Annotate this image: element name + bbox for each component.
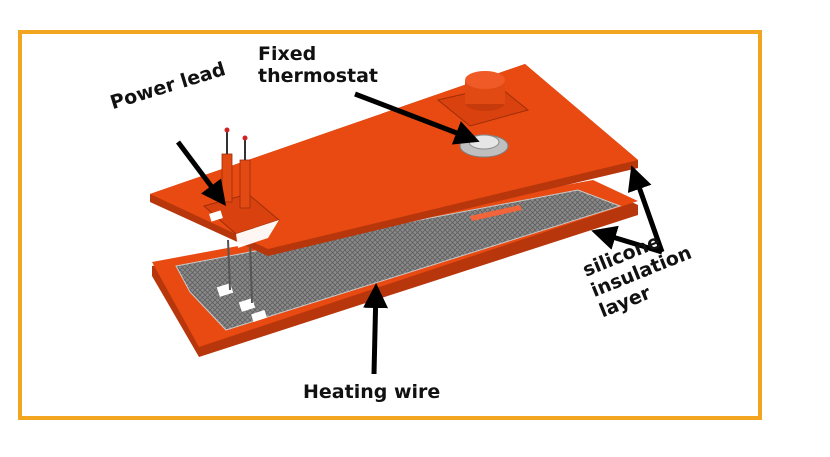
thermostat-arrow — [354, 91, 480, 145]
lead-wire-left — [227, 239, 231, 291]
terminal-pad-3 — [251, 310, 267, 322]
fixed-thermostat-label-line-2: thermostat — [258, 64, 379, 87]
diagram-frame — [18, 30, 762, 420]
callout-arrows — [176, 91, 665, 375]
insulation-arrow-top — [627, 165, 665, 253]
thermostat-assembly — [436, 71, 530, 158]
lead-wire-right — [249, 239, 253, 304]
heating-wire-label: Heating wire — [303, 381, 441, 403]
heating-wire-arrow — [363, 283, 389, 375]
insulation-arrow-bottom — [591, 225, 663, 255]
power-lead-arrow — [176, 140, 226, 206]
fixed-thermostat-label: Fixed thermostat — [258, 43, 408, 88]
fixed-thermostat-label-line-1: Fixed — [258, 43, 317, 65]
